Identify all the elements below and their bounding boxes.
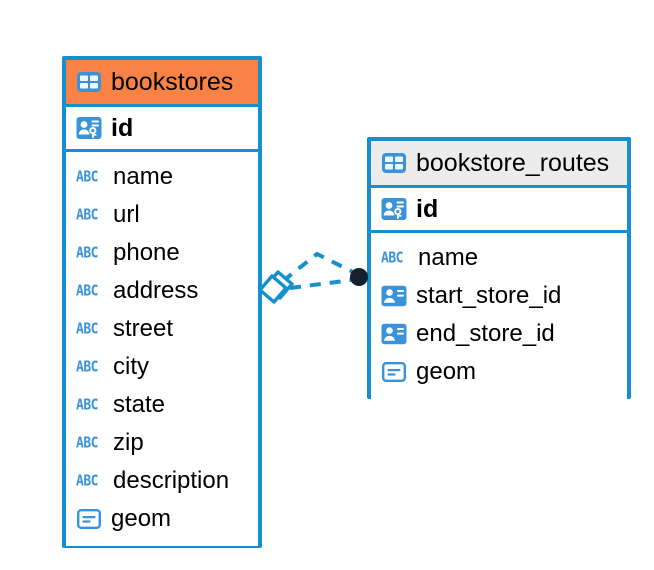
entity-header-bookstores[interactable]: bookstores [66, 60, 258, 104]
field-label: name [113, 163, 174, 190]
field-row[interactable]: ABC name [76, 158, 248, 196]
table-icon [76, 71, 102, 93]
field-label: geom [416, 358, 477, 385]
field-label: geom [111, 505, 172, 532]
primary-key-label: id [416, 194, 439, 223]
field-row[interactable]: geom [381, 353, 617, 391]
field-list-bookstore-routes: ABC name start_store_id [371, 233, 627, 399]
field-label: street [113, 315, 174, 342]
field-row[interactable]: ABC zip [76, 424, 248, 462]
field-label: name [418, 244, 479, 271]
relationship-line-lower [289, 278, 353, 290]
text-type-icon: ABC [76, 244, 98, 262]
text-type-icon: ABC [76, 320, 98, 338]
text-type-icon: ABC [76, 472, 98, 490]
entity-table-bookstore-routes[interactable]: bookstore_routes id ABC name [367, 137, 631, 399]
field-row[interactable]: start_store_id [381, 277, 617, 315]
filled-circle-marker[interactable] [350, 268, 368, 286]
field-row[interactable]: ABC state [76, 386, 248, 424]
field-label: state [113, 391, 166, 418]
entity-header-bookstore-routes[interactable]: bookstore_routes [371, 141, 627, 185]
shape-marker[interactable] [258, 270, 294, 304]
geometry-type-icon [381, 361, 407, 383]
text-type-icon: ABC [76, 434, 98, 452]
primary-key-row-bookstore-routes[interactable]: id [371, 185, 627, 233]
field-row[interactable]: end_store_id [381, 315, 617, 353]
field-label: city [113, 353, 149, 380]
primary-key-icon [76, 116, 102, 140]
field-label: address [113, 277, 199, 304]
text-type-icon: ABC [381, 249, 403, 267]
table-icon [381, 152, 407, 174]
field-row[interactable]: ABC url [76, 196, 248, 234]
text-type-icon: ABC [76, 396, 98, 414]
relationship-line-upper [281, 251, 354, 283]
field-label: phone [113, 239, 180, 266]
foreign-key-icon [381, 323, 407, 345]
entity-title: bookstores [111, 67, 234, 96]
text-type-icon: ABC [76, 358, 98, 376]
primary-key-icon [381, 197, 407, 221]
field-label: description [113, 467, 230, 494]
primary-key-label: id [111, 113, 134, 142]
field-label: url [113, 201, 140, 228]
field-row[interactable]: ABC description [76, 462, 248, 500]
field-label: zip [113, 429, 144, 456]
primary-key-row-bookstores[interactable]: id [66, 104, 258, 152]
field-list-bookstores: ABC name ABC url ABC phone ABC address A… [66, 152, 258, 546]
field-label: start_store_id [416, 282, 562, 309]
foreign-key-icon [381, 285, 407, 307]
text-type-icon: ABC [76, 206, 98, 224]
field-row[interactable]: ABC name [381, 239, 617, 277]
entity-table-bookstores[interactable]: bookstores id ABC name [62, 56, 262, 548]
text-type-icon: ABC [76, 282, 98, 300]
field-row[interactable]: ABC street [76, 310, 248, 348]
field-row[interactable]: ABC address [76, 272, 248, 310]
entity-title: bookstore_routes [416, 148, 610, 177]
text-type-icon: ABC [76, 168, 98, 186]
field-row[interactable]: ABC city [76, 348, 248, 386]
field-row[interactable]: ABC phone [76, 234, 248, 272]
geometry-type-icon [76, 508, 102, 530]
field-label: end_store_id [416, 320, 555, 347]
field-row[interactable]: geom [76, 500, 248, 538]
